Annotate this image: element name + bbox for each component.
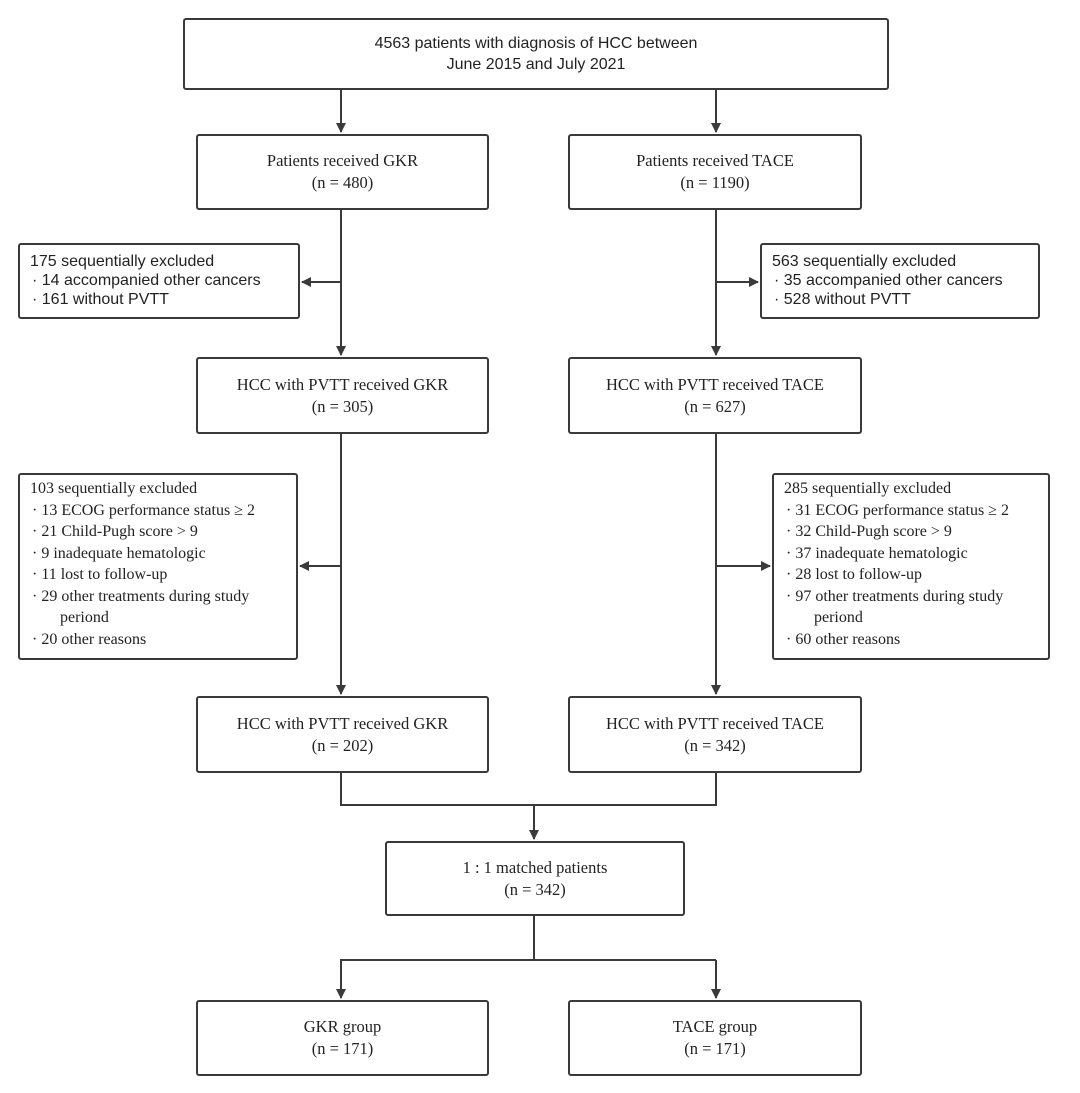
tace-pvtt2-n: (n = 342) <box>684 735 746 755</box>
tace-pvtt1-box: HCC with PVTT received TACE (n = 627) <box>568 357 862 434</box>
tace-exclusion2-item-wrap: periond <box>814 609 863 626</box>
gkr-exclusion2-item: · 21 Child-Pugh score > 9 <box>32 523 198 540</box>
gkr-pvtt1-box: HCC with PVTT received GKR (n = 305) <box>196 357 489 434</box>
gkr-exclusion2-item: · 13 ECOG performance status ≥ 2 <box>32 501 255 519</box>
tace-exclusion1-item: · 528 without PVTT <box>774 291 911 308</box>
gkr-received-title: Patients received GKR <box>266 151 419 170</box>
tace-exclusion2-item: · 37 inadequate hematologic <box>786 544 968 562</box>
gkr-exclusion2-item-wrap: periond <box>60 609 109 626</box>
gkr-group-title: GKR group <box>303 1017 382 1036</box>
tace-received-title: Patients received TACE <box>636 151 794 170</box>
tace-exclusion1-item: · 35 accompanied other cancers <box>774 272 1003 289</box>
gkr-exclusion2-box: 103 sequentially excluded · 13 ECOG perf… <box>18 473 298 660</box>
tace-group-n: (n = 171) <box>684 1039 746 1058</box>
tace-pvtt2-box: HCC with PVTT received TACE (n = 342) <box>568 696 862 773</box>
gkr-pvtt1-n: (n = 305) <box>311 396 374 416</box>
tace-pvtt2-title: HCC with PVTT received TACE <box>605 713 825 733</box>
tace-received-box: Patients received TACE (n = 1190) <box>568 134 862 210</box>
gkr-exclusion2-item: · 11 lost to follow-up <box>32 566 168 583</box>
gkr-received-box: Patients received GKR (n = 480) <box>196 134 489 210</box>
gkr-exclusion1-head: 175 sequentially excluded <box>30 253 215 270</box>
matched-title: 1 : 1 matched patients <box>462 857 608 877</box>
tace-exclusion2-item: · 32 Child-Pugh score > 9 <box>786 523 952 540</box>
gkr-pvtt2-n: (n = 202) <box>311 735 374 755</box>
tace-group-title: TACE group <box>672 1017 758 1036</box>
total-patients-line1: 4563 patients with diagnosis of HCC betw… <box>374 35 698 52</box>
gkr-exclusion2-item: · 20 other reasons <box>32 630 147 648</box>
total-patients-box: 4563 patients with diagnosis of HCC betw… <box>183 18 889 90</box>
tace-received-n: (n = 1190) <box>680 173 750 192</box>
gkr-exclusion1-item: · 161 without PVTT <box>32 291 169 308</box>
gkr-exclusion2-item: · 29 other treatments during study <box>32 587 250 605</box>
gkr-pvtt1-title: HCC with PVTT received GKR <box>236 374 449 394</box>
gkr-exclusion1-box: 175 sequentially excluded · 14 accompani… <box>18 243 300 319</box>
gkr-pvtt2-title: HCC with PVTT received GKR <box>236 713 449 733</box>
merge-line <box>340 772 717 806</box>
tace-pvtt1-n: (n = 627) <box>684 396 746 416</box>
tace-exclusion2-box: 285 sequentially excluded · 31 ECOG perf… <box>772 473 1050 660</box>
gkr-exclusion2-head: 103 sequentially excluded <box>30 480 198 497</box>
gkr-received-n: (n = 480) <box>311 173 374 192</box>
tace-group-box: TACE group (n = 171) <box>568 1000 862 1076</box>
tace-exclusion2-item: · 28 lost to follow-up <box>786 566 922 583</box>
tace-exclusion1-head: 563 sequentially excluded <box>772 253 957 270</box>
tace-exclusion1-box: 563 sequentially excluded · 35 accompani… <box>760 243 1040 319</box>
matched-n: (n = 342) <box>504 879 566 899</box>
tace-exclusion2-item: · 60 other reasons <box>786 630 901 648</box>
gkr-exclusion2-item: · 9 inadequate hematologic <box>32 544 206 562</box>
tace-pvtt1-title: HCC with PVTT received TACE <box>605 374 825 394</box>
tace-exclusion2-head: 285 sequentially excluded <box>784 480 952 497</box>
gkr-group-box: GKR group (n = 171) <box>196 1000 489 1076</box>
gkr-pvtt2-box: HCC with PVTT received GKR (n = 202) <box>196 696 489 773</box>
matched-box: 1 : 1 matched patients (n = 342) <box>385 841 685 916</box>
split-line <box>340 915 535 998</box>
gkr-group-n: (n = 171) <box>311 1039 374 1058</box>
tace-exclusion2-item: · 97 other treatments during study <box>786 587 1004 605</box>
total-patients-line2: June 2015 and July 2021 <box>446 56 626 73</box>
tace-exclusion2-item: · 31 ECOG performance status ≥ 2 <box>786 501 1009 519</box>
gkr-exclusion1-item: · 14 accompanied other cancers <box>32 272 261 289</box>
